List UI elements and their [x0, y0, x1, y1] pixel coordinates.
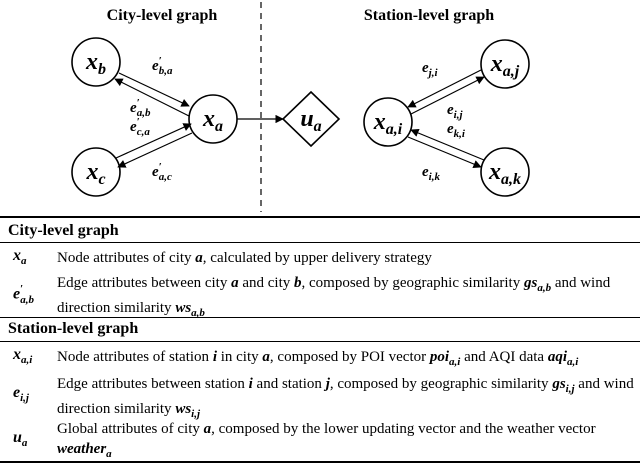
- desc-u-a: Global attributes of city a, composed by…: [57, 421, 596, 460]
- station-header-rule: [0, 341, 640, 342]
- table-top-rule: [0, 216, 640, 218]
- svg-text:xa: xa: [202, 106, 223, 135]
- symbol-u-a: ua: [13, 429, 28, 450]
- edge-i-to-j: [410, 76, 485, 115]
- desc-e-ab: Edge attributes between city a and city …: [57, 275, 611, 319]
- node-u-a: ua: [281, 90, 341, 148]
- node-x-a: xa: [188, 94, 238, 144]
- station-level-title: Station-level graph: [364, 7, 494, 24]
- edge-j-to-i: [407, 69, 482, 108]
- svg-text:xa,k: xa,k: [488, 159, 521, 188]
- svg-text:xa,j: xa,j: [490, 51, 520, 80]
- graph-diagram: City-level graph Station-level graph xb …: [71, 2, 530, 212]
- station-level-header: Station-level graph: [8, 320, 139, 337]
- node-x-a-k: xa,k: [480, 147, 530, 197]
- node-x-a-j: xa,j: [480, 39, 530, 89]
- city-level-header: City-level graph: [8, 222, 119, 239]
- svg-text:xc: xc: [85, 159, 105, 188]
- edge-label-e-ji: ej,i: [422, 60, 438, 79]
- svg-text:xa,i: xa,i: [373, 109, 403, 138]
- edge-label-e-ac: e′a,c: [152, 161, 172, 183]
- symbol-e-ij: ei,j: [13, 384, 29, 405]
- station-top-rule: [0, 317, 640, 318]
- edge-label-e-ki: ek,i: [447, 121, 466, 140]
- edge-label-e-ij: ei,j: [447, 102, 463, 121]
- node-x-b: xb: [71, 37, 121, 87]
- city-header-rule: [0, 242, 640, 243]
- edge-a-to-b: [114, 78, 190, 117]
- node-x-a-i: xa,i: [363, 97, 413, 147]
- edge-b-to-a: [118, 72, 190, 107]
- edge-k-to-i: [410, 128, 485, 161]
- node-x-c: xc: [71, 147, 121, 197]
- desc-x-a: Node attributes of city a, calculated by…: [57, 250, 432, 266]
- edge-label-e-ab: e′a,b: [130, 97, 151, 119]
- edge-i-to-k: [407, 136, 482, 169]
- symbol-x-a: xa: [13, 247, 27, 268]
- edge-label-e-ba: e′b,a: [152, 55, 173, 77]
- svg-text:ua: ua: [300, 106, 321, 135]
- edge-c-to-a: [115, 123, 192, 159]
- edge-label-e-ca: e′c,a: [130, 116, 150, 138]
- svg-text:xb: xb: [85, 49, 106, 78]
- edge-a-to-c: [117, 132, 193, 168]
- edge-label-e-ik: ei,k: [422, 164, 440, 183]
- symbol-x-ai: xa,i: [13, 346, 33, 367]
- city-level-title: City-level graph: [107, 7, 218, 24]
- symbol-e-ab: e′a,b: [13, 283, 34, 306]
- desc-e-ij: Edge attributes between station i and st…: [57, 376, 634, 420]
- table-bottom-rule: [0, 461, 640, 463]
- desc-x-ai: Node attributes of station i in city a, …: [57, 349, 579, 368]
